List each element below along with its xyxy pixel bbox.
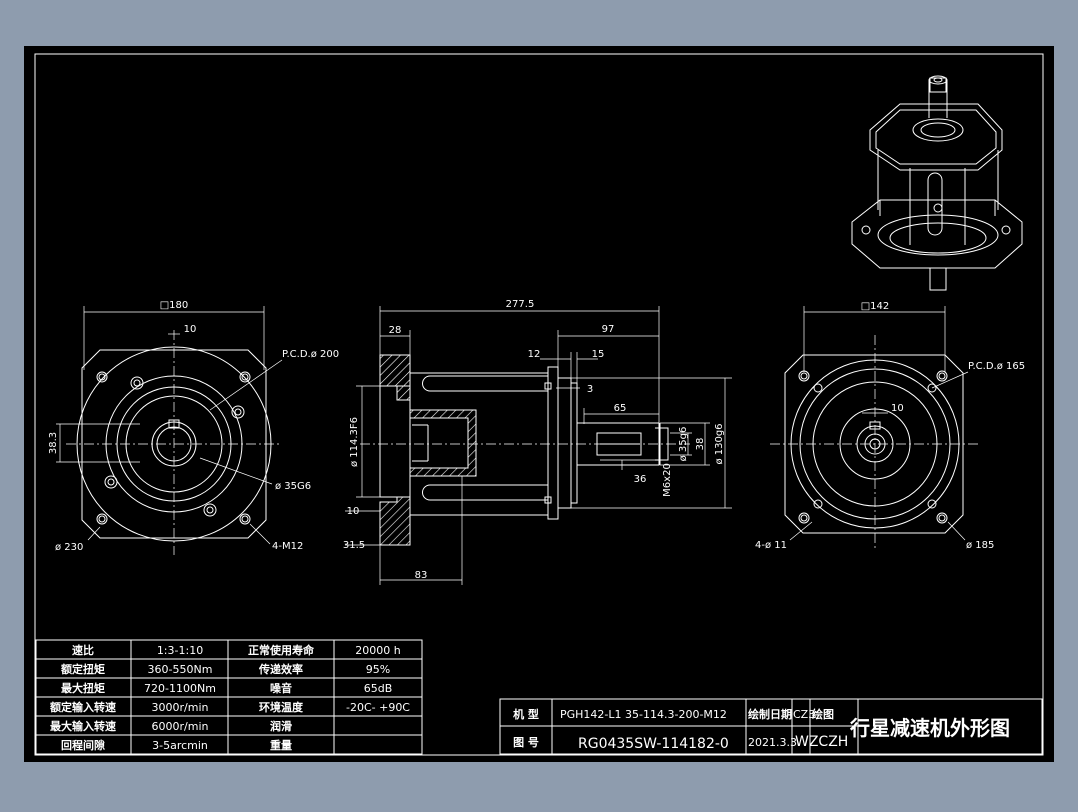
isometric-view (851, 75, 1023, 291)
spec-row: 最大扭矩 720-1100Nm 噪音 65dB (61, 681, 392, 695)
drawing-sheet (24, 46, 1054, 762)
dim-left-outer: ø 230 (55, 542, 83, 553)
spec-label: 额定扭矩 (61, 662, 105, 676)
model-value: PGH142-L1 35-114.3-200-M12 (560, 708, 727, 721)
spec-value: 95% (366, 663, 390, 676)
spec-value: 3000r/min (152, 701, 209, 714)
spec-value: 3-5arcmin (152, 739, 208, 752)
dim-side-thread: M6x20 (662, 463, 673, 497)
dim-left-shaft: 38.3 (48, 432, 59, 454)
dim-side-15: 15 (592, 349, 605, 360)
spec-value: 65dB (364, 682, 393, 695)
spec-label: 最大扭矩 (61, 681, 105, 695)
dim-side-bore: ø 114.3F6 (349, 417, 360, 467)
spec-label: 最大输入转速 (50, 719, 116, 733)
drafter-code: CZ3 (793, 708, 815, 721)
dim-side-3: 3 (587, 384, 593, 395)
dim-side-height: 38 (695, 438, 706, 451)
dim-left-keyway: 10 (184, 324, 197, 335)
author-code: WZCZH (795, 734, 848, 750)
spec-label: 速比 (72, 643, 94, 657)
dim-right-holes: 4-ø 11 (755, 540, 787, 551)
dim-side-shaft: ø 35g6 (678, 427, 689, 462)
spec-label: 重量 (270, 738, 292, 752)
draw-date-label: 绘制日期 (748, 707, 792, 721)
spec-row: 最大输入转速 6000r/min 润滑 (50, 719, 292, 733)
right-flange-view (770, 306, 980, 550)
spec-label: 润滑 (270, 719, 292, 733)
spec-value: 720-1100Nm (144, 682, 216, 695)
spec-label: 环境温度 (259, 700, 304, 714)
spec-label: 传递效率 (258, 662, 303, 676)
dim-side-spigot: ø 130g6 (714, 423, 725, 464)
spec-row: 额定输入转速 3000r/min 环境温度 -20C- +90C (50, 700, 410, 714)
dim-right-square: □142 (861, 301, 890, 312)
spec-value: 20000 h (355, 644, 400, 657)
spec-value: -20C- +90C (346, 701, 410, 714)
dim-right-pcd: P.C.D.ø 165 (968, 361, 1025, 372)
spec-value: 1:3-1:10 (157, 644, 203, 657)
side-section-view (345, 306, 732, 585)
dim-side-key-len: 65 (614, 403, 627, 414)
dim-right-outer: ø 185 (966, 540, 994, 551)
dim-left-pcd: P.C.D.ø 200 (282, 349, 339, 360)
drawing-title: 行星减速机外形图 (849, 716, 1010, 740)
spec-row: 速比 1:3-1:10 正常使用寿命 20000 h (72, 643, 401, 657)
dim-side-key-pos: 36 (634, 474, 647, 485)
dim-side-12: 12 (528, 349, 541, 360)
spec-table (35, 639, 423, 755)
dim-side-83: 83 (415, 570, 428, 581)
dim-right-keyway: 10 (891, 403, 904, 414)
dim-left-holes: 4-M12 (272, 541, 303, 552)
spec-label: 回程间隙 (61, 738, 105, 752)
title-block (499, 698, 1043, 755)
dim-side-10: 10 (347, 506, 360, 517)
drawing-border (34, 53, 1044, 756)
dim-side-shaft-len: 97 (602, 324, 615, 335)
drawing-number-value: RG0435SW-114182-0 (578, 736, 729, 752)
drafter-label: 绘图 (812, 707, 834, 721)
spec-label: 额定输入转速 (50, 700, 116, 714)
left-flange-view (56, 306, 283, 555)
spec-label: 噪音 (270, 681, 292, 695)
drawing-number-label: 图 号 (513, 736, 539, 749)
dim-left-pilot: ø 35G6 (275, 481, 311, 492)
dim-side-length: 277.5 (506, 299, 535, 310)
spec-value: 360-550Nm (148, 663, 213, 676)
spec-row: 额定扭矩 360-550Nm 传递效率 95% (61, 662, 390, 676)
dim-left-square: □180 (160, 300, 189, 311)
spec-row: 回程间隙 3-5arcmin 重量 (61, 738, 292, 752)
spec-value: 6000r/min (152, 720, 209, 733)
dim-side-flange: 28 (389, 325, 402, 336)
model-label: 机 型 (513, 707, 539, 721)
draw-date-value: 2021.3.3 (748, 736, 797, 749)
spec-label: 正常使用寿命 (248, 643, 315, 657)
dim-side-31-5: 31.5 (343, 540, 365, 551)
